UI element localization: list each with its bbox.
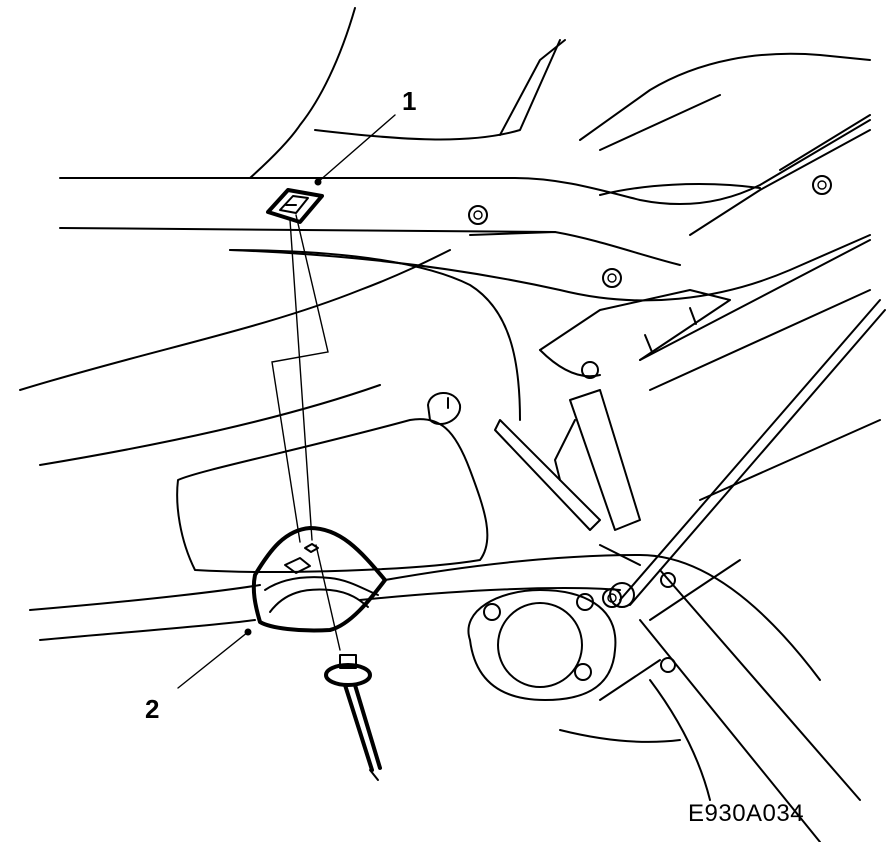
callout-leaders bbox=[177, 114, 396, 689]
rubber-seal-grommet bbox=[251, 526, 387, 633]
support-bracket bbox=[494, 299, 886, 608]
assembly-guide-lines bbox=[271, 214, 341, 651]
callout-label-2: 2 bbox=[145, 694, 160, 724]
callout-label-1: 1 bbox=[402, 86, 417, 116]
mesh-panel bbox=[176, 418, 489, 573]
body-panel-lines bbox=[19, 7, 881, 842]
push-rivet bbox=[324, 654, 382, 781]
seal-recess-opening bbox=[266, 188, 324, 224]
strut-mount bbox=[467, 589, 617, 701]
figure-code: E930A034 bbox=[688, 800, 805, 827]
